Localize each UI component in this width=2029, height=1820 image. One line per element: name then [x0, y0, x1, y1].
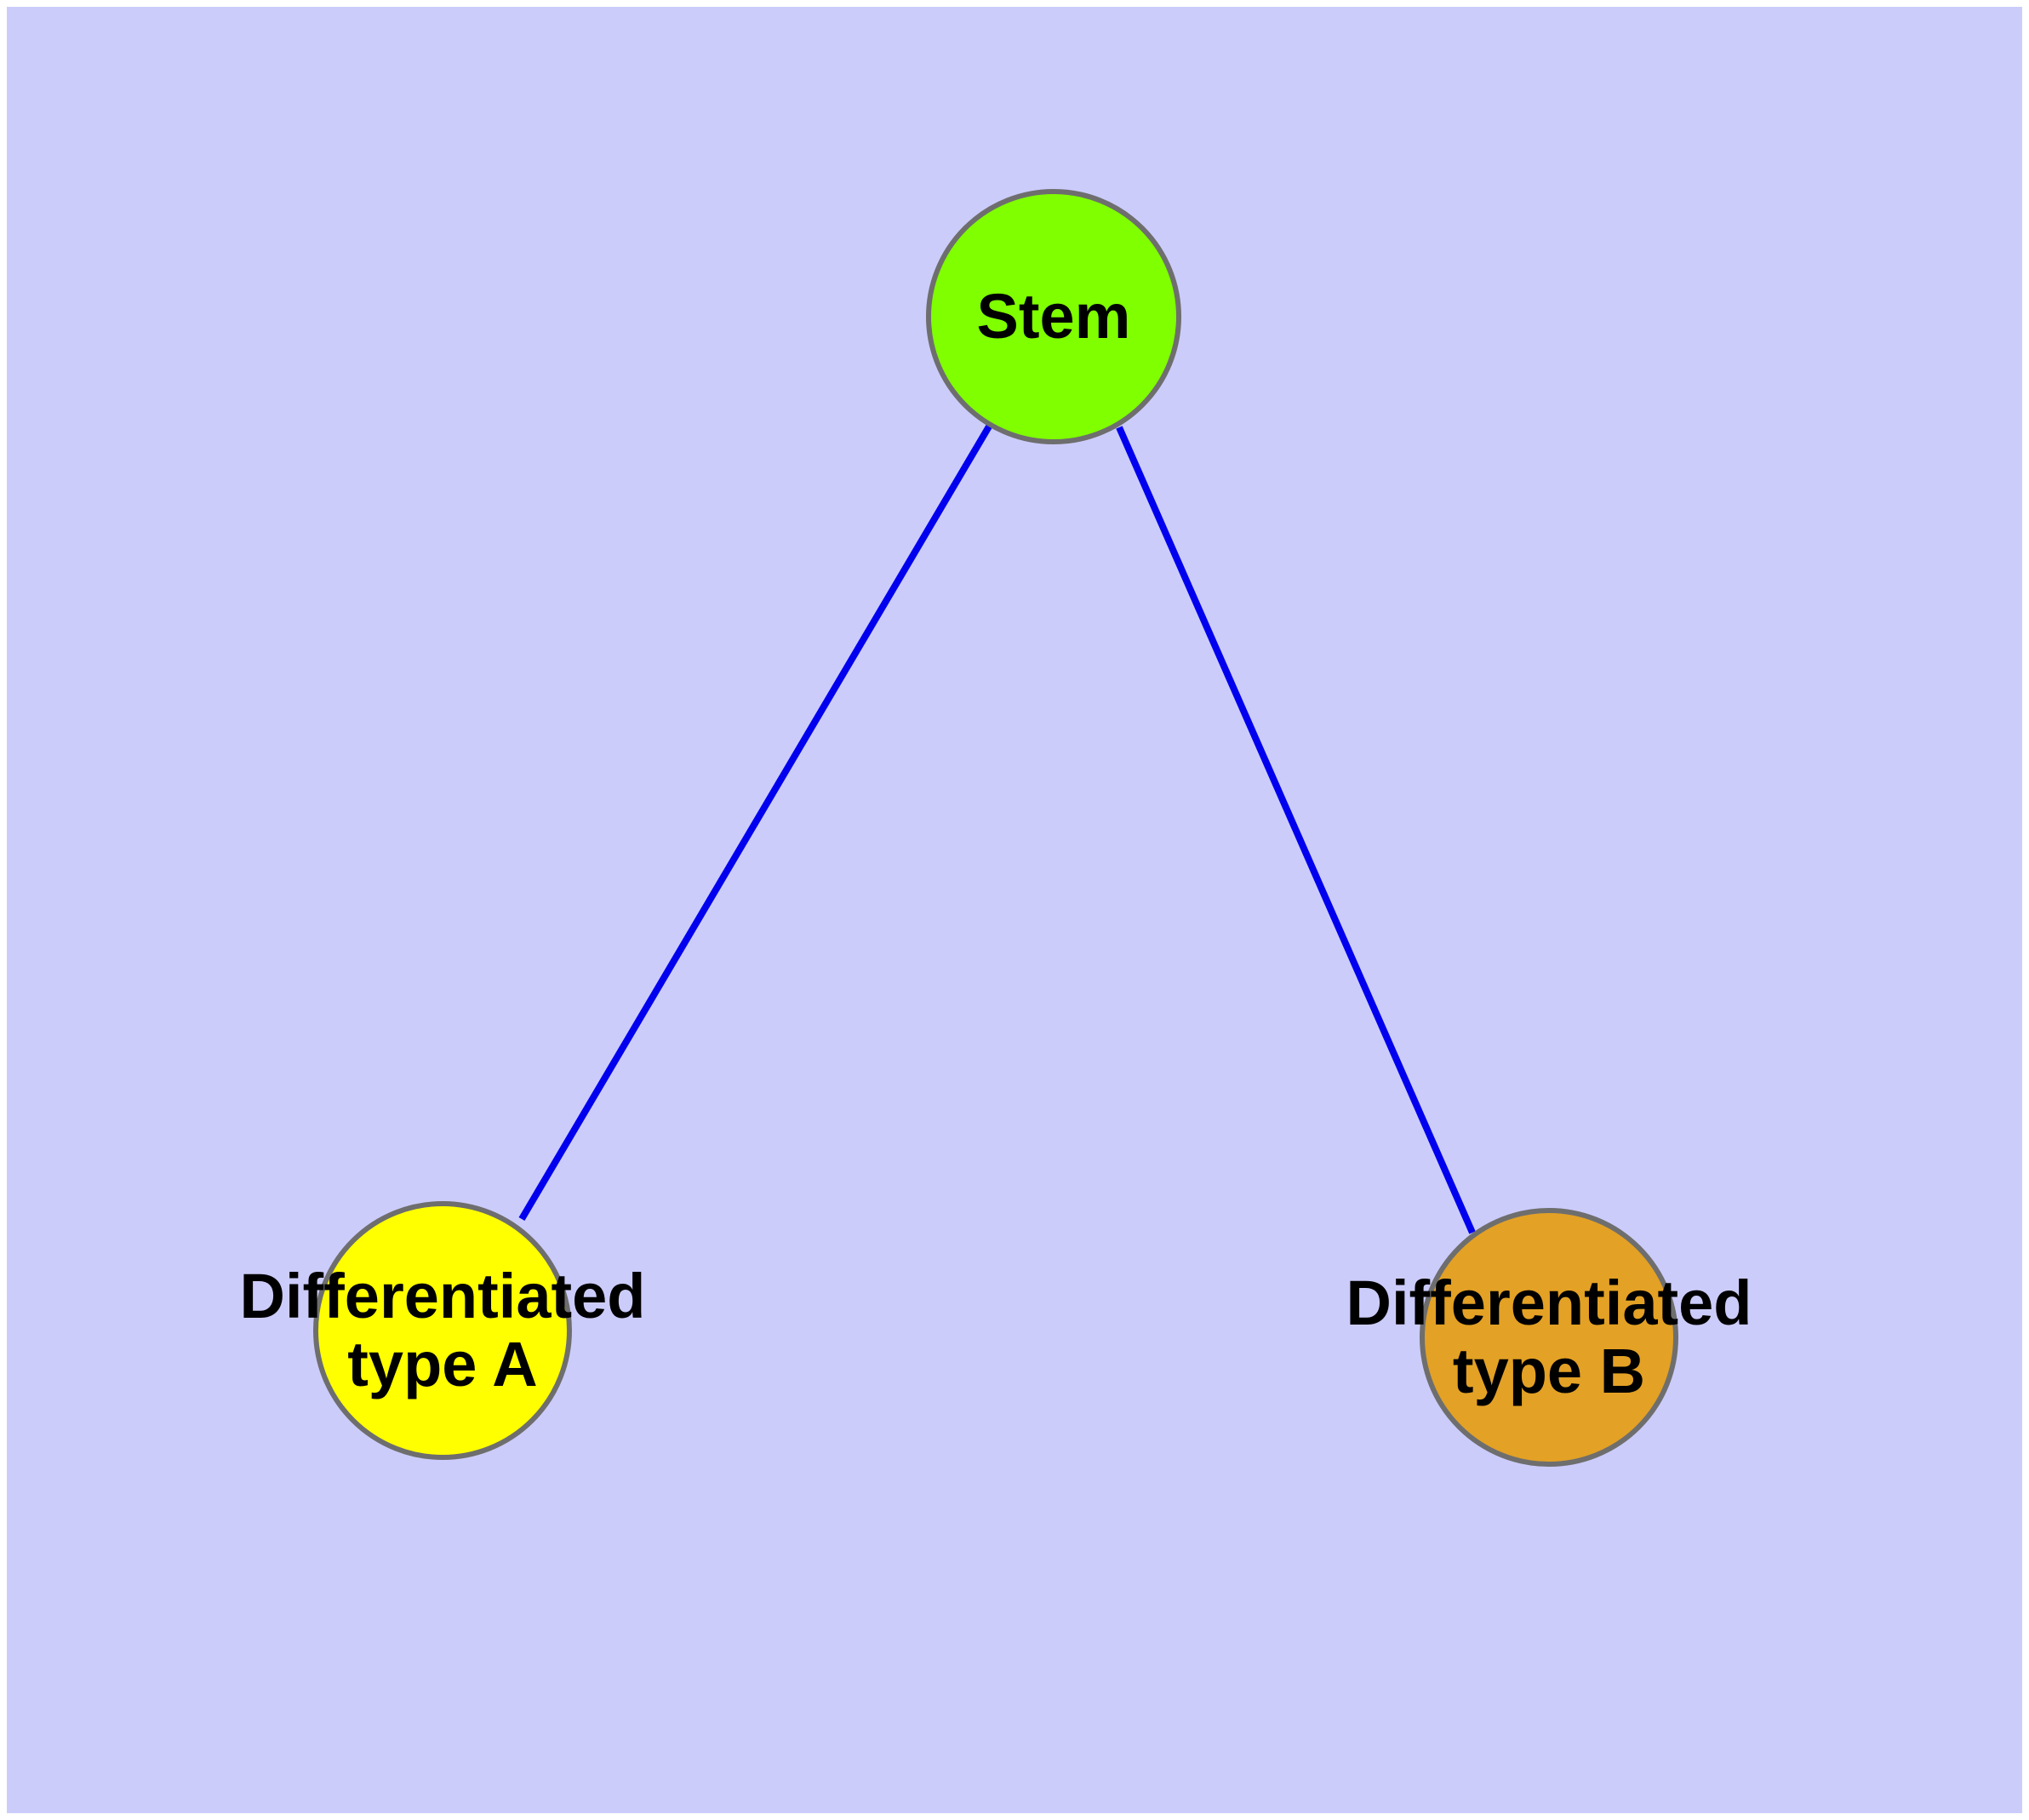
edge-stem-to-differentiated-type-b[interactable]: [1116, 426, 1476, 1234]
nodes-group: [313, 189, 1678, 1467]
node-differentiated-type-a[interactable]: [313, 1201, 572, 1460]
node-stem[interactable]: [926, 189, 1181, 444]
edge-stem-to-differentiated-type-a[interactable]: [518, 424, 992, 1222]
node-differentiated-type-b[interactable]: [1420, 1208, 1678, 1467]
edges-group: [518, 424, 1476, 1234]
